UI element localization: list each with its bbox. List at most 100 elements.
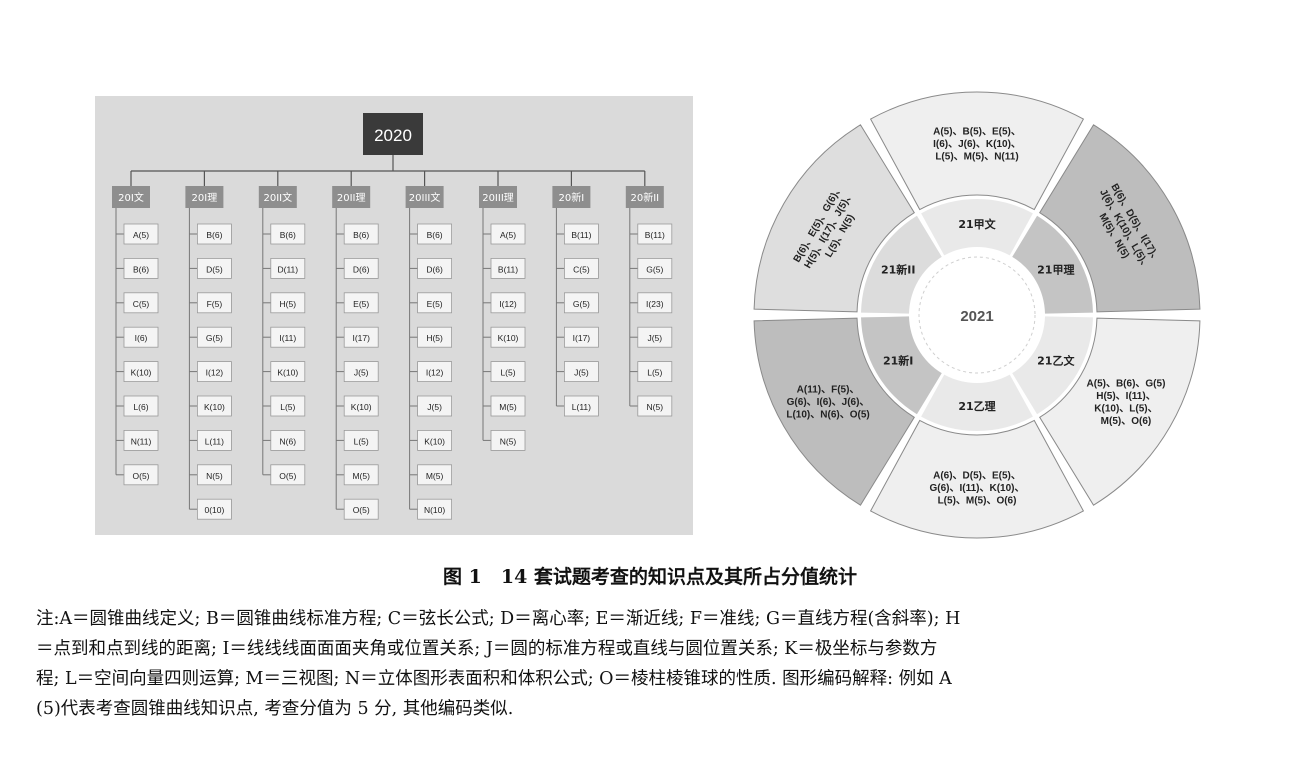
item-box (417, 498, 453, 520)
item-label: K(10) (204, 402, 225, 412)
item-box (637, 292, 673, 314)
column-header (479, 186, 517, 208)
item-box (270, 361, 306, 383)
item-box (197, 429, 232, 451)
item-box (343, 257, 379, 279)
inner-sector (1012, 316, 1093, 415)
item-box (490, 292, 526, 314)
item-box (563, 257, 599, 279)
inner-sector-label: 21新I (883, 354, 913, 368)
inner-sector (921, 199, 1033, 256)
item-label: A(5) (133, 230, 149, 240)
item-label: K(10) (498, 333, 519, 343)
item-label: L(5) (500, 368, 515, 378)
item-box (417, 223, 453, 245)
tree-diagram: 202020I文A(5)B(6)C(5)I(6)K(10)L(6)N(11)O(… (112, 113, 673, 520)
item-box (343, 498, 379, 520)
note-line-4: (5)代表考查圆锥曲线知识点, 考查分值为 5 分, 其他编码类似. (36, 699, 514, 719)
note-line-1: 注:A＝圆锥曲线定义; B＝圆锥曲线标准方程; C＝弦长公式; D＝离心率; E… (36, 609, 961, 629)
item-label: N(5) (647, 402, 664, 412)
item-box (417, 257, 453, 279)
item-box (270, 464, 306, 486)
outer-sector-line: L(10)、N(6)、O(5) (786, 410, 869, 421)
item-label: E(5) (427, 299, 443, 309)
inner-sector (1012, 215, 1093, 314)
item-box (490, 223, 526, 245)
item-box (563, 361, 599, 383)
item-box (637, 395, 673, 417)
column-header (112, 186, 150, 208)
item-box (637, 326, 673, 348)
item-label: J(5) (574, 368, 589, 378)
item-label: F(5) (207, 299, 223, 309)
inner-sector-label: 21乙文 (1037, 354, 1075, 368)
item-box (490, 361, 526, 383)
item-label: C(5) (573, 264, 590, 274)
item-label: K(10) (277, 368, 298, 378)
item-box (637, 257, 673, 279)
item-label: I(17) (352, 333, 370, 343)
item-label: D(11) (277, 264, 298, 274)
column-header-label: 20III理 (482, 192, 514, 204)
item-box (197, 395, 232, 417)
item-box (197, 257, 232, 279)
outer-sector-text: A(5)、B(6)、G(5)H(5)、I(11)、K(10)、L(5)、M(5)… (1087, 378, 1166, 427)
item-label: H(5) (280, 299, 297, 309)
item-label: B(6) (133, 264, 149, 274)
column-header (258, 186, 297, 208)
item-box (563, 395, 599, 417)
column-header-label: 20新I (559, 191, 585, 204)
item-label: L(5) (354, 436, 369, 446)
item-box (417, 361, 453, 383)
item-box (123, 292, 159, 314)
item-label: G(5) (573, 299, 590, 309)
item-box (343, 464, 379, 486)
item-label: I(6) (135, 333, 148, 343)
item-box (123, 326, 159, 348)
item-label: H(5) (426, 333, 443, 343)
item-label: B(11) (571, 230, 591, 240)
item-label: L(5) (280, 402, 295, 412)
note-line-2: ＝点到和点到线的距离; I＝线线线面面面夹角或位置关系; J＝圆的标准方程或直线… (36, 639, 938, 659)
item-label: B(6) (206, 230, 222, 240)
item-label: I(17) (573, 333, 591, 343)
column-header (625, 186, 664, 208)
item-label: A(5) (500, 230, 516, 240)
item-label: N(6) (280, 436, 297, 446)
item-box (270, 326, 306, 348)
item-label: G(5) (206, 333, 223, 343)
item-label: L(5) (647, 368, 662, 378)
inner-sector-label: 21新II (881, 263, 916, 277)
inner-sector-label: 21甲文 (958, 217, 996, 231)
item-label: M(5) (426, 471, 444, 481)
column-header-label: 20II理 (337, 192, 366, 204)
item-box (197, 292, 232, 314)
item-box (563, 292, 599, 314)
item-label: N(11) (131, 436, 152, 446)
column-header-label: 20I理 (192, 192, 218, 204)
item-label: L(11) (205, 436, 224, 446)
outer-sector-text: A(11)、F(5)、G(6)、I(6)、J(6)、L(10)、N(6)、O(5… (786, 385, 869, 421)
item-label: J(5) (354, 368, 369, 378)
inner-sector (861, 316, 942, 415)
column-header-label: 20II文 (263, 191, 292, 204)
item-box (490, 429, 526, 451)
outer-sector-line: A(5)、B(6)、G(5) (1087, 378, 1166, 389)
item-label: B(11) (645, 230, 665, 240)
inner-sector (921, 374, 1033, 431)
outer-sector-line: A(6)、D(5)、E(5)、 (933, 471, 1021, 482)
item-label: O(5) (133, 471, 150, 481)
item-label: L(6) (133, 402, 148, 412)
item-box (563, 223, 599, 245)
item-box (490, 257, 526, 279)
wheel-diagram-2021: 202121甲文A(5)、B(5)、E(5)、I(6)、J(6)、K(10)、L… (753, 91, 1201, 539)
item-label: M(5) (499, 402, 517, 412)
item-box (343, 292, 379, 314)
item-box (563, 326, 599, 348)
item-box (417, 292, 453, 314)
item-box (270, 395, 306, 417)
item-label: D(5) (206, 264, 223, 274)
root-node (363, 113, 423, 155)
column-header-label: 20I文 (118, 191, 144, 204)
item-label: N(5) (500, 436, 517, 446)
